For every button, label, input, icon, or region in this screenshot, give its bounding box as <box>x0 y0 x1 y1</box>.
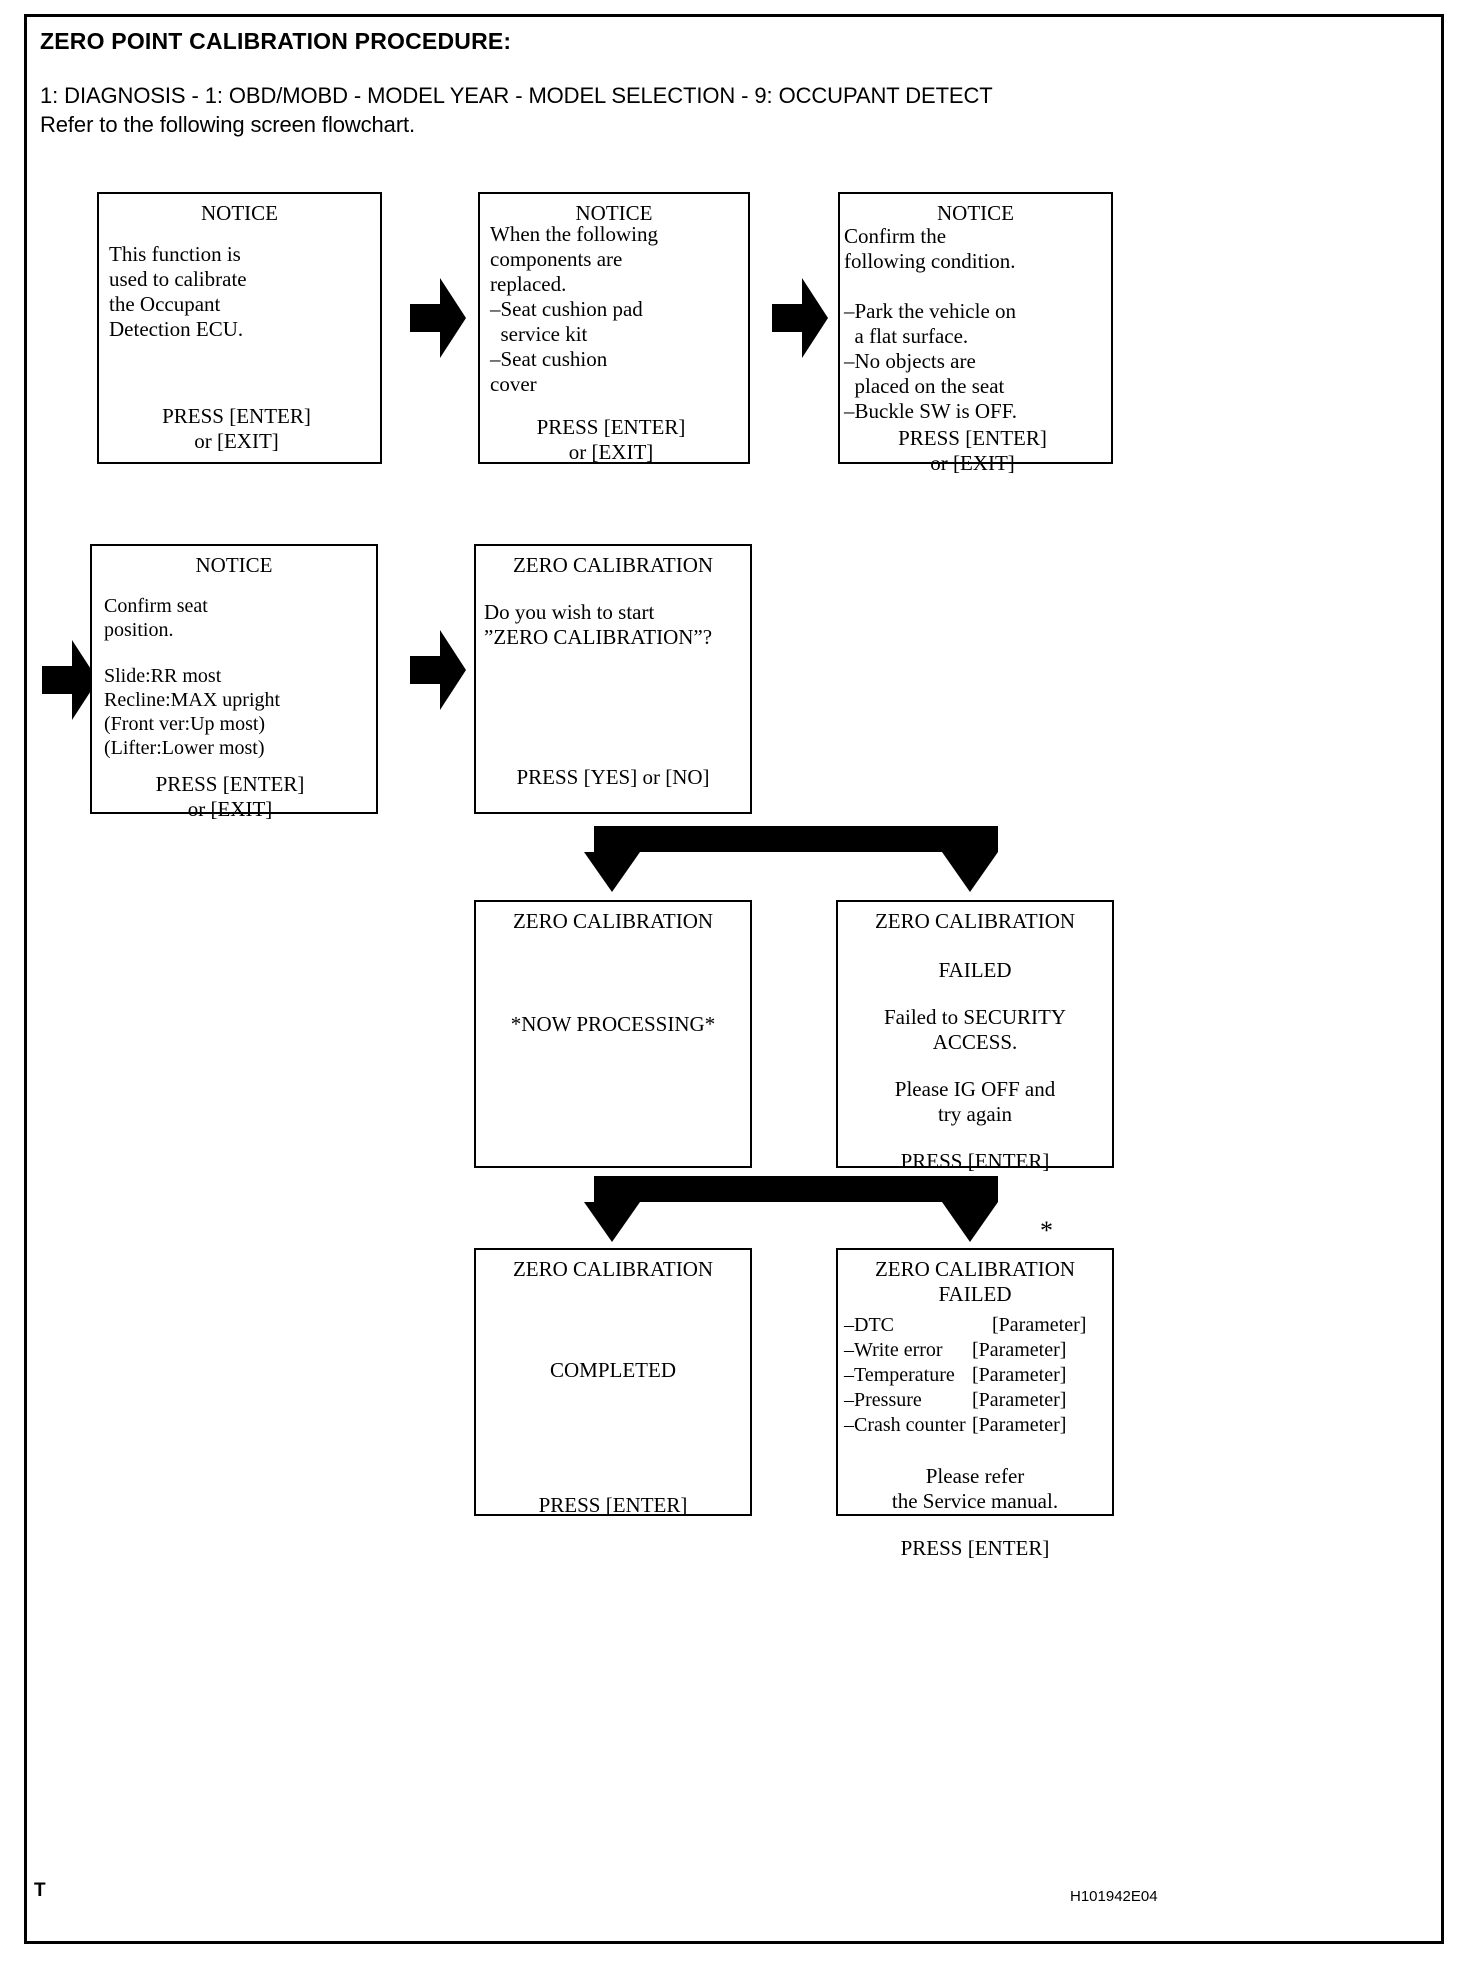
param-label: –Crash counter <box>844 1414 966 1436</box>
flow-arrow-4 <box>406 630 468 710</box>
notice3-line-3 <box>844 274 1111 299</box>
notice4-line-5: Recline:MAX upright <box>104 689 281 711</box>
failed-params-note-2: the Service manual. <box>891 1489 1059 1513</box>
screen-failed-parameters: ZERO CALIBRATION FAILED –DTC [Parameter]… <box>836 1248 1114 1560</box>
failed-security-line-4: try again <box>937 1102 1013 1126</box>
notice1-line-2: used to calibrate <box>109 267 247 291</box>
param-label: –Write error <box>844 1339 943 1361</box>
notice1-prompt-exit: or [EXIT] <box>194 429 279 453</box>
menu-path-line: 1: DIAGNOSIS - 1: OBD/MOBD - MODEL YEAR … <box>40 83 993 108</box>
screen-notice-1: NOTICE This function is used to calibrat… <box>97 192 382 464</box>
notice4-line-2: position. <box>104 619 174 641</box>
screen-failed-security: ZERO CALIBRATION FAILED Failed to SECURI… <box>836 900 1114 1173</box>
notice1-prompt-enter: PRESS [ENTER] <box>162 404 311 428</box>
screen-header: ZERO CALIBRATION <box>512 553 714 577</box>
screen-zero-calibration-start: ZERO CALIBRATION Do you wish to start ”Z… <box>474 544 752 814</box>
notice4-prompt-enter: PRESS [ENTER] <box>155 772 305 796</box>
param-row: –Write error [Parameter] <box>844 1338 1112 1363</box>
notice2-prompt-exit: or [EXIT] <box>568 440 654 464</box>
notice4-line-4: Slide:RR most <box>104 665 222 687</box>
notice4-line-7: (Lifter:Lower most) <box>104 737 265 759</box>
screen-notice-2: NOTICE When the following components are… <box>478 192 750 464</box>
param-label: –Temperature <box>844 1364 955 1386</box>
notice3-line-4: –Park the vehicle on <box>844 299 1017 323</box>
notice3-line-8: –Buckle SW is OFF. <box>844 399 1017 423</box>
param-row: –Crash counter [Parameter] <box>844 1413 1112 1438</box>
flow-arrow-split-1 <box>556 818 1026 896</box>
notice2-line-2: components are <box>490 247 623 271</box>
notice3-prompt-exit: or [EXIT] <box>930 451 1015 475</box>
param-label: –DTC <box>844 1314 894 1336</box>
screen-header: ZERO CALIBRATION <box>512 909 714 933</box>
screen-header: NOTICE <box>201 201 278 225</box>
notice1-line-3: the Occupant <box>109 292 221 316</box>
failed-security-status: FAILED <box>938 958 1012 982</box>
failed-security-line-2: ACCESS. <box>932 1030 1018 1054</box>
screen-completed: ZERO CALIBRATION COMPLETED PRESS [ENTER] <box>474 1248 752 1517</box>
flow-arrow-split-2 <box>556 1168 1026 1246</box>
failed-security-line-3: Please IG OFF and <box>894 1077 1056 1101</box>
screen-header: NOTICE <box>575 201 653 225</box>
processing-status: *NOW PROCESSING* <box>510 1012 716 1036</box>
notice3-line-2: following condition. <box>844 249 1016 273</box>
notice4-line-6: (Front ver:Up most) <box>104 713 266 735</box>
notice4-prompt-exit: or [EXIT] <box>187 797 273 821</box>
param-row: –DTC [Parameter] <box>844 1313 1112 1338</box>
param-value: [Parameter] <box>992 1314 1087 1336</box>
failed-params-note-1: Please refer <box>925 1464 1025 1488</box>
failed-security-prompt-enter: PRESS [ENTER] <box>900 1149 1050 1173</box>
notice3-line-5: a flat surface. <box>844 324 969 348</box>
failed-security-line-1: Failed to SECURITY <box>884 1005 1066 1029</box>
flow-arrow-1 <box>406 278 468 358</box>
notice2-line-5: service kit <box>490 322 588 346</box>
notice3-prompt-enter: PRESS [ENTER] <box>898 426 1047 450</box>
notice3-line-7: placed on the seat <box>844 374 1005 398</box>
notice4-line-1: Confirm seat <box>104 595 208 617</box>
failed-params-status: FAILED <box>938 1282 1012 1306</box>
start-prompt-yes-no: PRESS [YES] or [NO] <box>516 765 710 789</box>
screen-notice-3: NOTICE Confirm the following condition. … <box>838 192 1113 475</box>
param-value: [Parameter] <box>972 1414 1067 1436</box>
screen-header: ZERO CALIBRATION <box>874 1257 1076 1281</box>
param-value: [Parameter] <box>972 1339 1067 1361</box>
instruction-line: Refer to the following screen flowchart. <box>40 112 416 137</box>
screen-header: ZERO CALIBRATION <box>874 909 1076 933</box>
screen-now-processing: ZERO CALIBRATION *NOW PROCESSING* <box>474 900 752 1168</box>
notice2-prompt-enter: PRESS [ENTER] <box>536 415 686 439</box>
failed-params-prompt-enter: PRESS [ENTER] <box>900 1536 1050 1560</box>
screen-header: NOTICE <box>937 201 1014 225</box>
start-line-2: ”ZERO CALIBRATION”? <box>484 625 713 649</box>
flow-arrow-3 <box>38 640 100 720</box>
notice2-line-4: –Seat cushion pad <box>490 297 643 321</box>
completed-status: COMPLETED <box>550 1358 676 1382</box>
notice1-line-1: This function is <box>109 242 241 266</box>
notice2-line-6: –Seat cushion <box>490 347 608 371</box>
param-value: [Parameter] <box>972 1389 1067 1411</box>
notice3-line-1: Confirm the <box>844 224 947 248</box>
notice4-line-3 <box>104 642 376 664</box>
asterisk-footnote-marker: * <box>1040 1216 1053 1245</box>
screen-header: NOTICE <box>195 553 273 577</box>
start-line-1: Do you wish to start <box>484 600 655 624</box>
param-row: –Pressure [Parameter] <box>844 1388 1112 1413</box>
notice3-line-6: –No objects are <box>844 349 976 373</box>
notice2-line-3: replaced. <box>490 272 567 296</box>
screen-header: ZERO CALIBRATION <box>512 1257 714 1281</box>
notice2-line-7: cover <box>490 372 537 396</box>
footer-mark: T <box>34 1880 46 1901</box>
flow-arrow-2 <box>768 278 830 358</box>
param-value: [Parameter] <box>972 1364 1067 1386</box>
param-label: –Pressure <box>844 1389 922 1411</box>
screen-notice-4: NOTICE Confirm seat position. Slide:RR m… <box>90 544 378 821</box>
notice1-line-4: Detection ECU. <box>109 317 244 341</box>
page-title: ZERO POINT CALIBRATION PROCEDURE: <box>40 28 512 54</box>
notice2-line-1: When the following <box>490 222 658 246</box>
param-row: –Temperature [Parameter] <box>844 1363 1112 1388</box>
page-border <box>24 14 1444 1944</box>
completed-prompt-enter: PRESS [ENTER] <box>538 1493 688 1517</box>
footer-document-code: H101942E04 <box>1070 1888 1158 1905</box>
